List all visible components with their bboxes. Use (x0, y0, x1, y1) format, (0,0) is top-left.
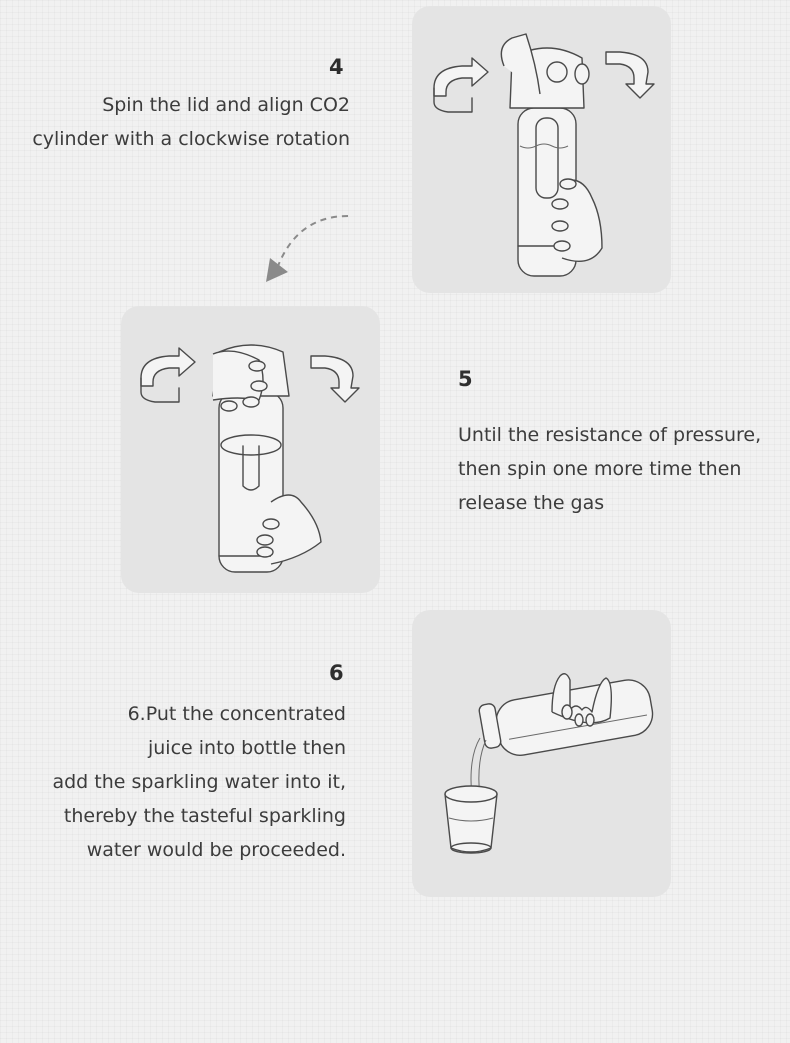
step-4-number: 4 (329, 55, 344, 79)
step-5-line-3: release the gas (458, 492, 605, 514)
dashed-curve-arrow-icon (266, 215, 349, 282)
rotate-left-arrow-icon (140, 347, 196, 387)
step-6-line-1: 6.Put the concentrated (127, 703, 346, 725)
bottle-rotate-illustration (433, 33, 655, 277)
step-6-number: 6 (329, 661, 344, 685)
co2-cylinder (242, 445, 260, 491)
pouring-illustration (444, 673, 654, 854)
step-6-line-5: water would be proceeded. (86, 839, 346, 861)
step-4-line-2: cylinder with a clockwise rotation (32, 128, 350, 150)
step-6-line-3: add the sparkling water into it, (52, 771, 346, 793)
step-5-text: Until the resistance of pressure, then s… (458, 418, 761, 520)
bottle-release-gas-illustration (140, 344, 360, 573)
rotate-right-arrow-icon (605, 51, 655, 99)
step-6-line-2: juice into bottle then (147, 737, 346, 759)
step-4-illustration-panel (412, 6, 671, 293)
co2-cylinder (535, 117, 559, 199)
step-6-text: 6.Put the concentrated juice into bottle… (52, 697, 346, 867)
step-5-illustration-panel (121, 306, 380, 593)
water-surface (220, 434, 282, 456)
step-5-line-1: Until the resistance of pressure, (458, 424, 762, 446)
step-6-illustration-panel (412, 610, 671, 897)
bottle-mouth (478, 703, 502, 749)
step-6-line-4: thereby the tasteful sparkling (63, 805, 346, 827)
step-4-line-1: Spin the lid and align CO2 (102, 94, 350, 116)
step-5-line-2: then spin one more time then (458, 458, 742, 480)
step-4-text: Spin the lid and align CO2 cylinder with… (32, 88, 350, 156)
rotate-right-arrow-icon (310, 355, 360, 403)
step-5-number: 5 (458, 367, 473, 391)
rotate-left-arrow-icon (433, 57, 489, 97)
